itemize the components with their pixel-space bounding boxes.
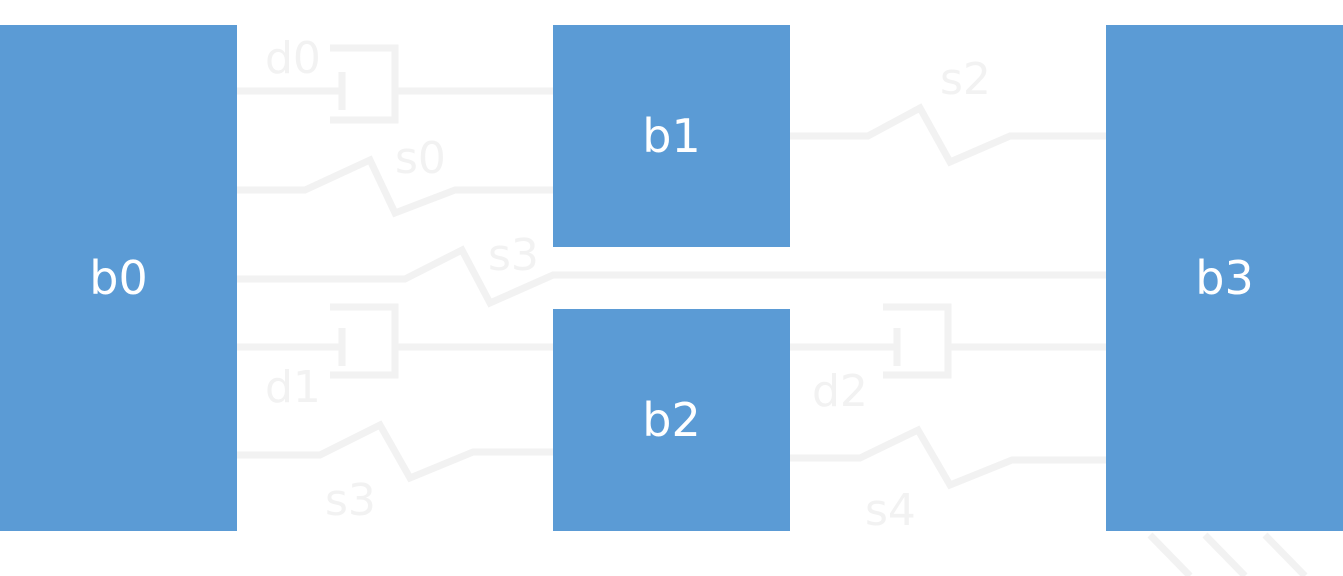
label-s0: s0 xyxy=(395,133,446,184)
block-b0: b0 xyxy=(0,25,237,531)
damper-d1 xyxy=(237,303,553,379)
ground-hatch xyxy=(1147,532,1308,576)
label-s4: s4 xyxy=(865,485,916,536)
spring-s0 xyxy=(237,155,553,218)
block-b1: b1 xyxy=(553,25,790,247)
label-d1: d1 xyxy=(265,362,321,413)
spring-s3-lower xyxy=(237,420,553,483)
label-s2: s2 xyxy=(940,54,991,105)
block-b2: b2 xyxy=(553,309,790,531)
label-d0: d0 xyxy=(265,33,321,84)
damper-d2 xyxy=(790,303,1106,379)
block-b1-label: b1 xyxy=(642,109,701,163)
damper-d0 xyxy=(237,44,553,124)
label-d2: d2 xyxy=(812,366,868,417)
label-s3-lower: s3 xyxy=(325,475,376,526)
spring-s3-upper xyxy=(237,245,1106,308)
block-b2-label: b2 xyxy=(642,393,701,447)
block-b0-label: b0 xyxy=(89,251,148,305)
block-b3-label: b3 xyxy=(1195,251,1254,305)
block-b3: b3 xyxy=(1106,25,1343,531)
spring-s4 xyxy=(790,425,1106,490)
spring-s2 xyxy=(790,103,1106,167)
label-s3-upper: s3 xyxy=(488,230,539,281)
